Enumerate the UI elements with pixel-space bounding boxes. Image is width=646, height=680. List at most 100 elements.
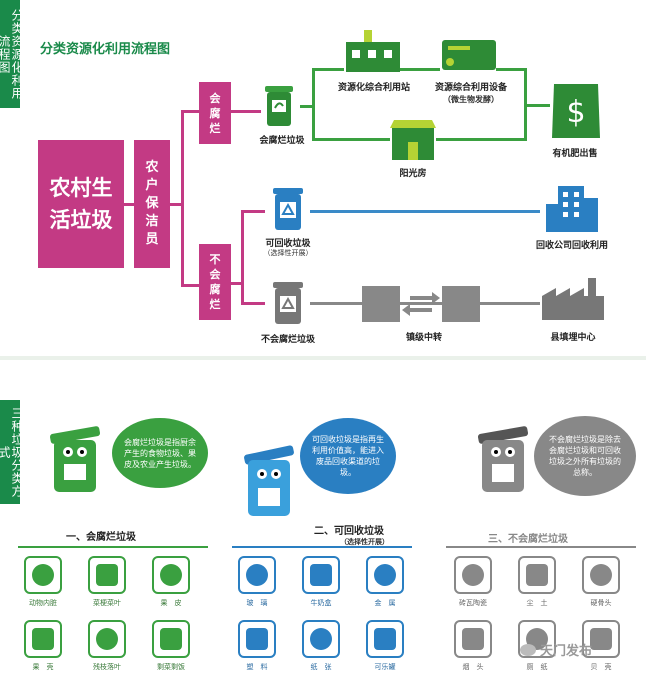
connector <box>124 203 134 206</box>
connector <box>310 210 540 213</box>
item-tile <box>518 556 556 594</box>
svg-text:$: $ <box>566 95 585 130</box>
item-tile <box>152 556 190 594</box>
connector <box>241 210 244 304</box>
item-icon <box>310 628 332 650</box>
sec1-title: 一、会腐烂垃圾 <box>66 532 136 543</box>
item-label: 纸 张 <box>310 663 332 671</box>
item-tile <box>582 556 620 594</box>
item-label: 可乐罐 <box>374 663 396 671</box>
non-rot-bin-label: 不会腐烂垃圾 <box>260 335 315 345</box>
item-icon <box>246 628 268 650</box>
item-tile <box>366 556 404 594</box>
item-label: 金 属 <box>374 599 396 607</box>
connector <box>181 110 199 113</box>
blue-bin-mascot <box>244 445 294 516</box>
item-icon <box>96 564 118 586</box>
item-tile <box>88 556 126 594</box>
branch-rot-box: 会腐烂 <box>199 82 231 144</box>
item-tile <box>302 556 340 594</box>
item-icon <box>96 628 118 650</box>
item-icon <box>246 564 268 586</box>
item-icon <box>310 564 332 586</box>
item-tile <box>24 556 62 594</box>
rot-bin-icon <box>265 86 293 126</box>
cloud-rot: 会腐烂垃圾是指厨余产生的食物垃圾、果皮及农业产生垃圾。 <box>112 418 208 488</box>
item-icon <box>526 564 548 586</box>
landfill-factory-icon <box>542 278 604 320</box>
connector <box>181 284 199 287</box>
recycle-bin-label: 可回收垃圾 <box>265 239 311 249</box>
bottom-section-tab: 三种垃圾分类方式 <box>0 400 24 504</box>
sec3-rule <box>446 546 636 548</box>
sunroom-label: 阳光房 <box>399 169 427 179</box>
connector <box>231 282 241 285</box>
item-icon <box>32 628 54 650</box>
connector <box>524 104 550 107</box>
item-icon <box>374 564 396 586</box>
item-tile <box>238 556 276 594</box>
item-tile <box>238 620 276 658</box>
branch-not-rot-box: 不会腐烂 <box>199 244 231 320</box>
sunroom-icon <box>390 120 436 160</box>
item-tile <box>366 620 404 658</box>
transfer-label: 镇级中转 <box>405 333 442 343</box>
landfill-label: 县填埋中心 <box>550 333 596 343</box>
money-bag-icon: $ <box>552 84 600 138</box>
item-icon <box>160 628 182 650</box>
connector <box>241 302 265 305</box>
item-label: 牛奶盒 <box>310 599 332 607</box>
item-icon <box>32 564 54 586</box>
connector <box>312 138 390 141</box>
item-label: 残枝落叶 <box>93 663 121 671</box>
equipment-sub: （微生物发酵） <box>443 95 499 104</box>
item-icon <box>374 628 396 650</box>
sec2-title: 二、可回收垃圾 <box>314 526 384 537</box>
connector <box>312 68 344 71</box>
item-tile <box>152 620 190 658</box>
connector <box>436 138 526 141</box>
item-label: 动物内脏 <box>29 599 57 607</box>
item-label: 烟 头 <box>462 663 484 671</box>
item-tile <box>88 620 126 658</box>
item-label: 贝 壳 <box>590 663 612 671</box>
item-label: 厕 纸 <box>526 663 548 671</box>
station-label: 资源化综合利用站 <box>337 83 410 93</box>
item-label: 果 壳 <box>32 663 54 671</box>
item-icon <box>160 564 182 586</box>
factory-icon <box>346 30 400 72</box>
watermark: 天门发布 <box>520 640 592 659</box>
item-label: 玻 璃 <box>246 599 268 607</box>
recycle-company-label: 回收公司回收利用 <box>535 241 608 251</box>
connector <box>231 110 261 113</box>
equipment-label: 资源综合利用设备 <box>434 83 507 93</box>
connector <box>312 68 315 140</box>
item-icon <box>462 564 484 586</box>
gray-bin-mascot <box>477 426 529 492</box>
green-bin-mascot <box>49 426 101 492</box>
sec2-rule <box>232 546 412 548</box>
item-label: 尘 土 <box>526 599 548 607</box>
sec2-sub: （选择性开展） <box>340 538 389 546</box>
collector-box: 农户 保洁员 <box>134 140 170 268</box>
cloud-recycle: 可回收垃圾是指再生利用价值高，能进入废品回收渠道的垃圾。 <box>300 418 396 494</box>
item-tile <box>454 556 492 594</box>
item-label: 砖瓦陶瓷 <box>459 599 487 607</box>
item-label: 菜梗菜叶 <box>93 599 121 607</box>
wechat-icon <box>520 643 536 656</box>
sec1-rule <box>18 546 208 548</box>
item-tile <box>24 620 62 658</box>
rot-bin-label: 会腐烂垃圾 <box>259 136 305 146</box>
connector <box>400 68 440 71</box>
item-label: 硬骨头 <box>590 599 612 607</box>
connector <box>300 105 314 108</box>
item-label: 剩菜剩饭 <box>157 663 185 671</box>
item-tile <box>454 620 492 658</box>
building-icon <box>546 186 598 232</box>
connector <box>496 68 526 71</box>
item-label: 果 皮 <box>160 599 182 607</box>
item-icon <box>462 628 484 650</box>
item-tile <box>582 620 620 658</box>
section-divider <box>0 356 646 360</box>
item-tile <box>302 620 340 658</box>
